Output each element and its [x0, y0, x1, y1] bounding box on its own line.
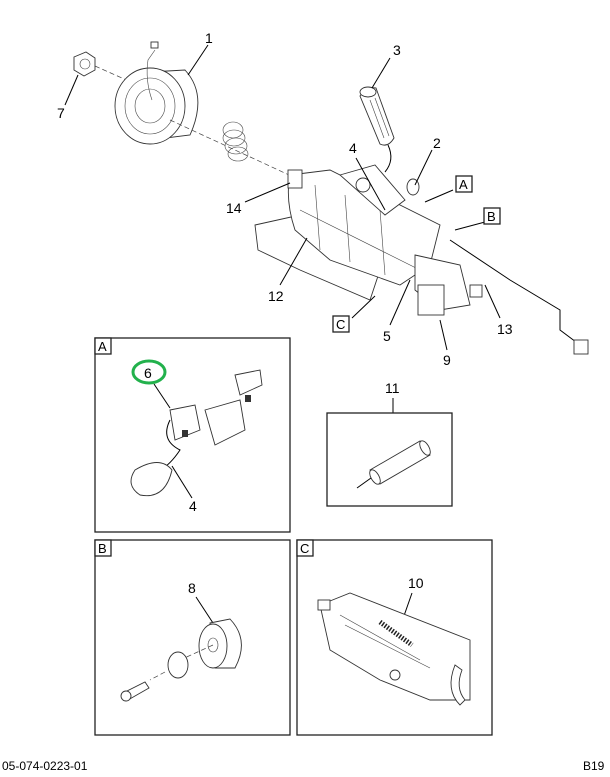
callout-7: 7	[57, 105, 65, 121]
grease-tube-part-11	[356, 440, 431, 489]
svg-text:A: A	[459, 177, 468, 192]
detail-view-11: 11	[326, 380, 453, 507]
main-assembly-view: 1 3 7 4 2 14 12 5 13 9 A B C	[57, 30, 589, 368]
callout-4-detail: 4	[189, 498, 197, 514]
steering-column-part-12	[254, 164, 589, 355]
callout-6[interactable]: 6	[144, 365, 152, 381]
bushing-part-8	[198, 618, 242, 669]
document-number: 05-074-0223-01	[2, 759, 88, 773]
nut-part-7	[73, 51, 96, 77]
svg-text:B: B	[487, 209, 496, 224]
callout-8: 8	[188, 580, 196, 596]
page-number: B19	[583, 759, 605, 773]
washer-part	[167, 651, 189, 679]
callout-3: 3	[393, 42, 401, 58]
spring-part	[222, 121, 249, 162]
detail-a-title: A	[98, 339, 107, 354]
detail-view-c: C 10	[296, 539, 493, 736]
callout-5: 5	[383, 328, 391, 344]
detail-c-title: C	[300, 541, 309, 556]
callout-10: 10	[408, 575, 424, 591]
callout-2: 2	[433, 135, 441, 151]
callout-1: 1	[205, 30, 213, 46]
callout-14: 14	[226, 200, 242, 216]
view-ref-a: A	[455, 175, 473, 193]
callout-12: 12	[268, 288, 284, 304]
callout-4: 4	[349, 140, 357, 156]
detail-view-b: B 8	[94, 539, 291, 736]
turn-signal-lever-part-3	[359, 86, 395, 173]
horn-button-part-1	[114, 41, 199, 145]
spring-part-10	[378, 619, 414, 648]
view-ref-c: C	[332, 315, 350, 333]
highlight-circle	[131, 359, 167, 385]
svg-text:C: C	[336, 317, 345, 332]
callout-9: 9	[443, 352, 451, 368]
view-ref-b: B	[483, 207, 501, 225]
callout-13: 13	[497, 321, 513, 337]
detail-view-a: A 6 4	[94, 337, 291, 533]
callout-11: 11	[385, 380, 400, 396]
detail-b-title: B	[98, 541, 107, 556]
